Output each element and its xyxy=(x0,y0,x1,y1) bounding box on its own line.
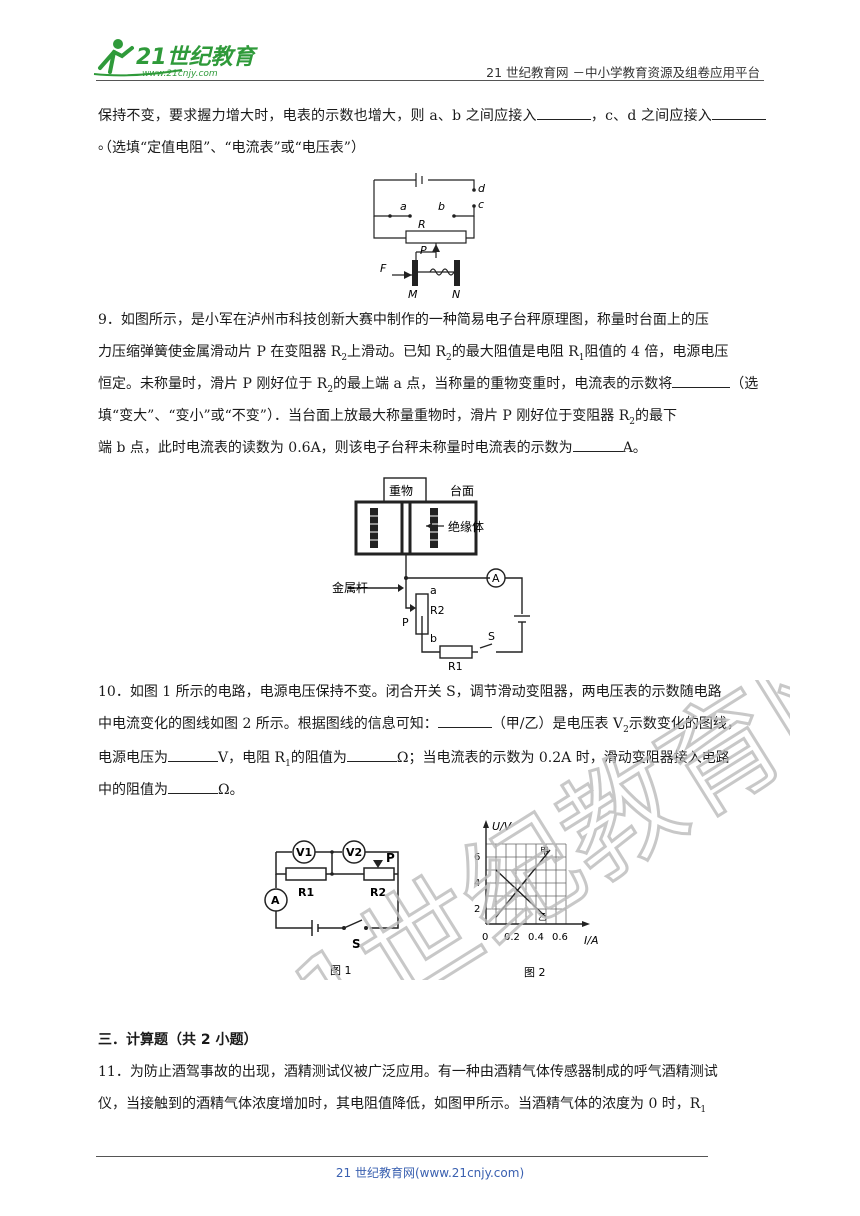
q8-label-N: N xyxy=(452,288,460,301)
q9-label-ammeter: A xyxy=(492,572,500,585)
q9-label-table: 台面 xyxy=(450,483,474,498)
q10-line2: 中电流变化的图线如图 2 所示。根据图线的信息可知：（甲/乙）是电压表 V2示数… xyxy=(98,710,766,745)
q10-label-R2: R2 xyxy=(370,886,386,899)
q10-label-V1: V1 xyxy=(296,846,312,859)
header-divider xyxy=(96,80,764,81)
logo-url: www.21cnjy.com xyxy=(142,69,218,79)
header-site-name: 21 世纪教育网 －中小学教育资源及组卷应用平台 xyxy=(486,65,760,80)
logo-title: 21世纪教育 xyxy=(136,44,259,70)
q10-xtick-0: 0 xyxy=(482,932,488,943)
q8-label-b: b xyxy=(438,200,445,213)
q9-label-rod: 金属杆 xyxy=(332,580,368,595)
q10-label-S: S xyxy=(352,937,361,951)
q9-blank-1 xyxy=(672,373,731,388)
q9-line2: 力压缩弹簧使金属滑动片 P 在变阻器 R2上滑动。已知 R2的最大阻值是电阻 R… xyxy=(98,344,729,363)
q11-line1: 11．为防止酒驾事故的出现，酒精测试仪被广泛应用。有一种由酒精气体传感器制成的呼… xyxy=(98,1064,718,1080)
q9-label-b: b xyxy=(430,632,437,645)
q10-label-V2: V2 xyxy=(346,846,362,859)
q9-label-P: P xyxy=(402,616,409,629)
q9-label-R2: R2 xyxy=(430,604,445,617)
q9-line4: 填“变大”、“变小”或“不变”）．当台面上放最大称量重物时，滑片 P 刚好位于变… xyxy=(98,408,677,427)
footer-divider xyxy=(96,1156,708,1157)
q10-ytick-4: 4 xyxy=(474,878,480,889)
q10-xtick-06: 0.6 xyxy=(552,932,568,943)
q10-line-yi xyxy=(495,869,547,918)
q10-blank-3 xyxy=(346,747,397,762)
footer-site: 21 世纪教育网(www.21cnjy.com) xyxy=(335,1166,525,1180)
q9-line3: 恒定。未称量时，滑片 P 刚好位于 R2的最上端 a 点，当称量的重物变重时，电… xyxy=(98,370,766,405)
q10-fig1-circuit: V1 V2 P A R1 R2 S 图 1 xyxy=(258,830,414,980)
q11-line2: 仪，当接触到的酒精气体浓度增加时，其电阻值降低，如图甲所示。当酒精气体的浓度为 … xyxy=(98,1096,707,1115)
q10-blank-1 xyxy=(437,713,492,728)
q10-label-jia: 甲 xyxy=(540,846,549,857)
q10-ylabel: U/V xyxy=(492,820,513,833)
q9-label-weight: 重物 xyxy=(389,484,413,498)
q10-blank-4 xyxy=(168,779,218,794)
site-logo: 21世纪教育 www.21cnjy.com xyxy=(92,34,262,80)
q10-blank-2 xyxy=(168,747,218,762)
runner-icon xyxy=(93,39,183,77)
q10-label-R1: R1 xyxy=(298,886,314,899)
q9-label-insulator: 绝缘体 xyxy=(448,519,484,534)
q10-label-A: A xyxy=(271,894,280,907)
q10-label-yi: 乙 xyxy=(538,912,547,923)
q8-label-F: F xyxy=(380,262,387,275)
q8-label-c: c xyxy=(478,198,484,211)
q10-xlabel: I/A xyxy=(584,934,598,947)
q10-fig1-caption: 图 1 xyxy=(330,964,352,977)
q8-label-d: d xyxy=(478,182,486,195)
q10-line1: 10．如图 1 所示的电路，电源电压保持不变。闭合开关 S，调节滑动变阻器，两电… xyxy=(98,684,722,700)
q9-label-a: a xyxy=(430,584,437,597)
q9-blank-2 xyxy=(572,437,623,452)
q9-label-R1: R1 xyxy=(448,660,463,673)
q9-scale-figure: 重物 台面 绝缘体 金属杆 A a R2 P b R1 S xyxy=(328,474,538,674)
q10-line-jia xyxy=(495,849,551,918)
q8-circuit-figure: a b c d R P F M N xyxy=(366,170,502,302)
q10-fig2-caption: 图 2 xyxy=(524,966,546,979)
q8-label-M: M xyxy=(408,288,418,301)
q8-label-a: a xyxy=(400,200,407,213)
q8-blank-ab xyxy=(536,105,591,120)
q10-fig2-graph: U/V I/A 6 4 2 0 0.2 0.4 0.6 甲 乙 图 2 xyxy=(468,816,608,982)
q10-xtick-04: 0.4 xyxy=(528,932,544,943)
q10-label-P: P xyxy=(386,851,395,865)
q10-ytick-2: 2 xyxy=(474,904,480,915)
q9-line1: 9．如图所示，是小军在泸州市科技创新大赛中制作的一种简易电子台秤原理图，称量时台… xyxy=(98,312,709,328)
q8-label-P: P xyxy=(420,244,427,257)
q8-label-R: R xyxy=(418,218,426,231)
q8-blank-cd xyxy=(711,105,766,120)
q8-line1: 保持不变，要求握力增大时，电表的示数也增大，则 a、b 之间应接入，c、d 之间… xyxy=(98,102,766,160)
section-title-calculation: 三．计算题（共 2 小题） xyxy=(98,1032,258,1048)
q10-ytick-6: 6 xyxy=(474,852,480,863)
q8-line2: （选填“定值电阻”、“电流表”或“电压表”） xyxy=(98,140,365,156)
q9-label-S: S xyxy=(488,630,495,643)
q10-xtick-02: 0.2 xyxy=(504,932,520,943)
